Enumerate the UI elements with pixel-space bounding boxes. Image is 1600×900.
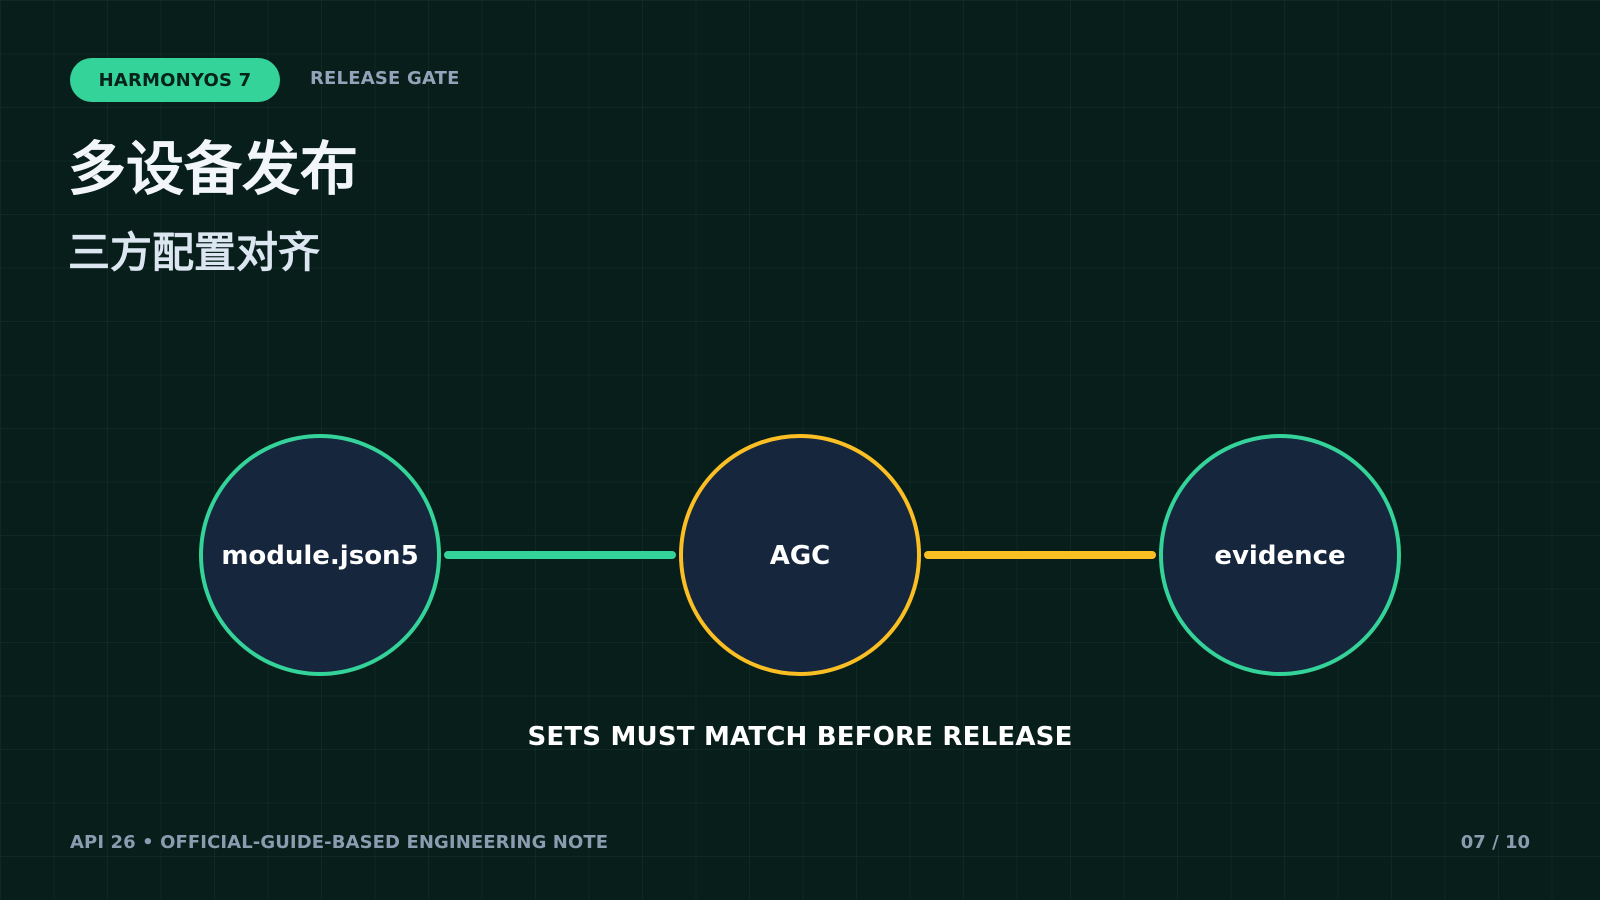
slide-subtitle: 三方配置对齐 <box>68 228 321 277</box>
node-agc: AGC <box>679 434 921 676</box>
platform-badge: HARMONYOS 7 <box>70 58 280 102</box>
diagram-caption: SETS MUST MATCH BEFORE RELEASE <box>527 722 1073 752</box>
page-number: 07 / 10 <box>1460 832 1530 853</box>
node-module-json5: module.json5 <box>199 434 441 676</box>
node-label: module.json5 <box>221 541 418 571</box>
node-label: AGC <box>770 541 831 571</box>
node-evidence: evidence <box>1159 434 1401 676</box>
node-label: evidence <box>1214 541 1345 571</box>
slide-title: 多设备发布 <box>68 135 359 203</box>
section-kicker: RELEASE GATE <box>310 68 460 89</box>
footer-note: API 26 • OFFICIAL-GUIDE-BASED ENGINEERIN… <box>70 832 609 853</box>
